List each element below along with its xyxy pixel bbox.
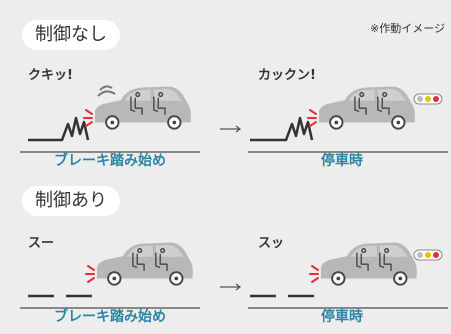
image-note: ※作動イメージ [370, 22, 445, 35]
section-title-no-control: 制御なし [22, 20, 120, 50]
car-illustration-braking-start [20, 241, 200, 309]
caption-stop: 停車時 [321, 309, 363, 325]
sound-label: クキッ! [28, 68, 73, 83]
sound-label: カックン! [258, 68, 316, 83]
sound-label: スッ [258, 236, 285, 251]
caption-stop: 停車時 [321, 153, 363, 169]
caption-braking-start: ブレーキ踏み始め [54, 309, 166, 325]
car-illustration-stop [248, 85, 448, 153]
indicator-lamps-icon [413, 93, 443, 105]
sound-label: スー [28, 236, 55, 251]
arrow-icon [220, 125, 241, 133]
section-title-with-control: 制御あり [22, 186, 120, 216]
car-illustration-braking-start [20, 85, 200, 153]
car-illustration-stop [248, 241, 448, 309]
arrow-icon [220, 283, 241, 291]
indicator-lamps-icon [413, 249, 443, 261]
caption-braking-start: ブレーキ踏み始め [54, 153, 166, 169]
